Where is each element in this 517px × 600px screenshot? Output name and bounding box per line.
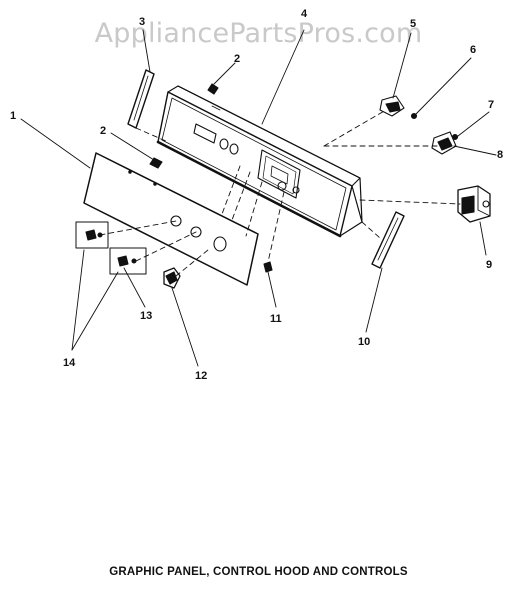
callout-6: 6 xyxy=(470,44,477,56)
knob xyxy=(163,267,181,289)
timer xyxy=(457,185,491,223)
callout-12: 12 xyxy=(195,370,208,382)
callout-3: 3 xyxy=(139,16,146,28)
callout-10: 10 xyxy=(358,336,371,348)
left-end-cap xyxy=(127,69,155,129)
callout-5: 5 xyxy=(410,18,417,30)
switch-box-upper xyxy=(75,221,109,249)
callout-8: 8 xyxy=(497,149,504,161)
right-end-cap xyxy=(371,211,405,269)
switch-box-lower xyxy=(109,247,147,275)
screw-small xyxy=(451,133,459,141)
callout-11: 11 xyxy=(270,313,282,325)
callout-1: 1 xyxy=(10,110,17,122)
screw-lower xyxy=(149,157,163,169)
callout-4: 4 xyxy=(301,8,308,20)
control-hood xyxy=(156,85,363,238)
callout-2-upper: 2 xyxy=(234,53,241,65)
leader-lines xyxy=(20,29,497,367)
nut xyxy=(410,112,418,120)
callout-2-lower: 2 xyxy=(100,125,107,137)
switch xyxy=(379,95,405,117)
watermark: AppliancePartsPros.com xyxy=(94,18,423,49)
callout-13: 13 xyxy=(140,310,153,322)
clip xyxy=(263,261,273,273)
callout-7: 7 xyxy=(488,99,495,111)
graphic-panel xyxy=(83,152,259,286)
assembly-lines xyxy=(99,109,461,277)
callout-14: 14 xyxy=(63,357,76,369)
diagram-caption: GRAPHIC PANEL, CONTROL HOOD AND CONTROLS xyxy=(109,566,408,578)
selector-switch xyxy=(431,131,457,155)
callout-9: 9 xyxy=(486,259,493,271)
screw-upper xyxy=(207,83,219,95)
